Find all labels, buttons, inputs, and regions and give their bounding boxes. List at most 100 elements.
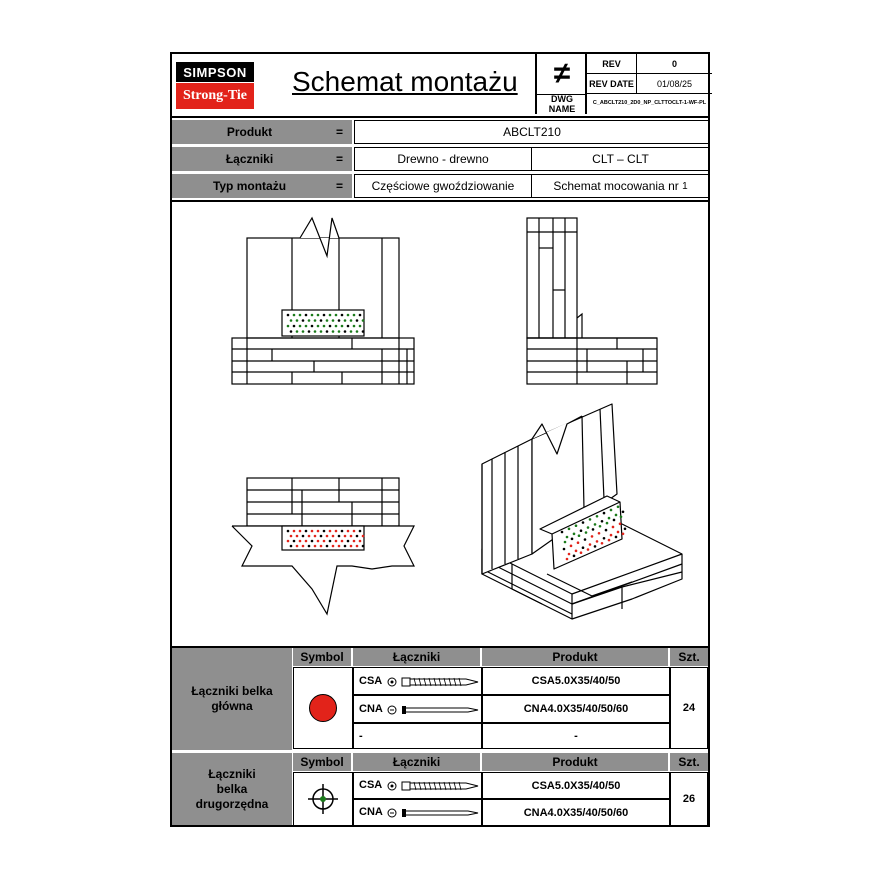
fastener-hole-mark (286, 324, 290, 328)
fastener-hole-mark (579, 551, 583, 554)
fastener-hole-mark (616, 530, 620, 534)
fastener-hole-mark (581, 546, 585, 549)
main-fastener-row-2: CNA (353, 695, 482, 723)
fastener-hole-mark (304, 313, 308, 317)
revision-block: REV 0 REV DATE 01/08/25 C_ABCLT210_2D0_N… (585, 54, 712, 114)
fastener-hole-mark (310, 313, 314, 317)
main-fastener-code-1: CSA (359, 675, 383, 687)
fastener-hole-mark (607, 516, 611, 520)
fastener-hole-mark (319, 534, 323, 538)
fastener-hole-mark (343, 330, 347, 333)
fastener-hole-mark (621, 510, 625, 514)
rev-value: 0 (637, 54, 712, 74)
secondary-group-label: Łączniki belka drugorzędna (172, 753, 292, 825)
fastener-hole-mark (597, 531, 601, 535)
fastener-hole-mark (298, 529, 302, 533)
fastener-hole-mark (322, 539, 326, 543)
fastener-hole-mark (563, 540, 567, 544)
fastener-hole-mark (588, 543, 592, 546)
secondary-fastener-row-1: CSA (353, 772, 482, 799)
top-view-drawing (231, 477, 415, 616)
info-value-material: Drewno - drewno (354, 147, 532, 171)
fastener-hole-mark (289, 330, 293, 333)
nail-cna-icon (387, 808, 479, 818)
drawing-sheet: SIMPSON Strong-Tie Schemat montażu ≠ DWG… (170, 52, 712, 827)
fastener-hole-mark (334, 313, 338, 317)
fastener-hole-mark (577, 534, 581, 537)
info-label-laczniki: Łączniki (172, 147, 327, 171)
fastener-hole-mark (334, 539, 338, 543)
fastener-hole-mark (570, 537, 574, 541)
table-divider (172, 646, 708, 648)
fastener-hole-mark (581, 521, 585, 524)
fastener-hole-mark (565, 557, 569, 561)
fastener-hole-mark (319, 330, 323, 333)
rev-date-label: REV DATE (587, 74, 637, 94)
fastener-hole-mark (355, 330, 359, 333)
fastener-hole-mark (328, 324, 332, 328)
fastener-hole-mark (322, 313, 326, 317)
fastener-hole-mark (337, 319, 341, 322)
fastener-hole-mark (322, 529, 326, 533)
info-value-mounting: Częściowe gwoździowanie (354, 174, 532, 198)
secondary-header-fasteners: Łączniki (353, 753, 480, 771)
fastener-hole-mark (337, 534, 341, 538)
logo-simpson: SIMPSON (176, 62, 254, 82)
fastener-hole-mark (346, 539, 350, 543)
screw-csa-icon (387, 677, 479, 687)
main-header-product: Produkt (482, 648, 668, 666)
fastener-hole-mark (331, 330, 335, 333)
fastener-hole-mark (328, 529, 332, 533)
fastener-hole-mark (567, 527, 571, 531)
fastener-hole-mark (298, 324, 302, 328)
side-view-drawing (526, 217, 658, 385)
fastener-hole-mark (562, 547, 566, 551)
fastener-hole-mark (301, 534, 305, 538)
fastener-hole-mark (298, 313, 302, 317)
main-fastener-code-2: CNA (359, 703, 383, 715)
fastener-hole-mark (313, 534, 317, 538)
fastener-hole-mark (586, 526, 590, 529)
fastener-hole-mark (598, 524, 602, 528)
rev-date-value: 01/08/25 (637, 74, 712, 94)
info-eq-1: = (327, 120, 352, 144)
secondary-product-1: CSA5.0X35/40/50 (482, 772, 670, 799)
secondary-header-product: Produkt (482, 753, 668, 771)
fastener-hole-mark (319, 319, 323, 322)
fastener-hole-mark (331, 534, 335, 538)
fastener-hole-mark (584, 531, 588, 534)
fastener-hole-mark (301, 330, 305, 333)
fastener-hole-mark (352, 313, 356, 317)
main-product-3: - (482, 723, 670, 749)
screw-csa-icon (387, 781, 479, 791)
fastener-hole-mark (361, 544, 365, 548)
main-fastener-code-3: - (359, 730, 363, 742)
fastener-hole-mark (346, 324, 350, 328)
fastener-hole-mark (361, 319, 365, 322)
fastener-hole-mark (590, 535, 594, 538)
rev-label: REV (587, 54, 637, 74)
fastener-hole-mark (295, 544, 299, 548)
info-eq-3: = (327, 174, 352, 198)
secondary-header-symbol: Symbol (293, 753, 351, 771)
info-label-produkt: Produkt (172, 120, 327, 144)
not-equal-box: ≠ DWG NAME (535, 54, 587, 114)
fastener-hole-mark (361, 534, 365, 538)
fastener-hole-mark (358, 324, 362, 328)
fastener-hole-mark (349, 330, 353, 333)
fastener-hole-mark (600, 519, 604, 523)
fastener-hole-mark (572, 554, 576, 558)
fastener-hole-mark (623, 527, 627, 531)
fastener-hole-mark (301, 544, 305, 548)
fastener-hole-mark (325, 534, 329, 538)
fastener-hole-mark (307, 319, 311, 322)
fastener-hole-mark (612, 518, 616, 522)
fastener-hole-mark (295, 319, 299, 322)
fastener-hole-mark (619, 515, 623, 519)
main-qty: 24 (670, 667, 708, 749)
fastener-hole-mark (565, 535, 569, 539)
fastener-hole-mark (583, 538, 587, 541)
fastener-hole-mark (593, 523, 597, 526)
fastener-hole-mark (574, 549, 578, 553)
fastener-hole-mark (328, 539, 332, 543)
